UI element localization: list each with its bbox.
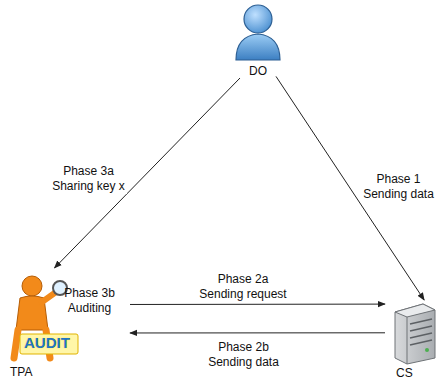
arrow-connector	[130, 304, 385, 305]
owner-node: DO	[228, 2, 288, 82]
arrow-connector	[130, 332, 385, 333]
sign-text: AUDIT	[24, 336, 70, 350]
edge-label: Phase 1 Sending data	[361, 172, 436, 202]
server-icon	[385, 300, 441, 382]
node-label: DO	[249, 64, 267, 78]
node-label: TPA	[10, 365, 32, 379]
edge-label: Phase 2b Sending data	[206, 340, 281, 370]
node-label: CS	[396, 366, 413, 380]
phase-label: Phase 3b Auditing	[62, 286, 117, 316]
auditor-icon	[2, 268, 130, 382]
edge-label: Phase 2a Sending request	[197, 272, 289, 302]
edge-label: Phase 3a Sharing key x	[50, 164, 127, 194]
auditor-node: AUDIT TPA	[2, 268, 130, 382]
server-node: CS	[385, 300, 441, 382]
